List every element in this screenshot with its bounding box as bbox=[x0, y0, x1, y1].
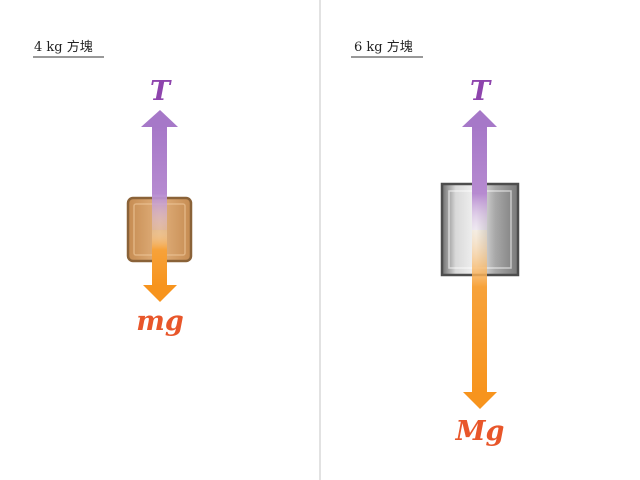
tension-arrow-left bbox=[141, 110, 178, 230]
tension-label-right: T bbox=[470, 76, 492, 107]
panel-right: 6 kg 方塊 T Mg bbox=[351, 39, 520, 447]
panel-right-label: 6 kg 方塊 bbox=[354, 39, 413, 55]
weight-arrow-right bbox=[463, 230, 497, 409]
weight-label-right: Mg bbox=[455, 416, 505, 447]
tension-label-left: T bbox=[150, 76, 172, 107]
panel-left: 4 kg 方塊 T mg bbox=[33, 39, 193, 337]
weight-label-left: mg bbox=[136, 306, 183, 337]
panel-left-label: 4 kg 方塊 bbox=[34, 39, 93, 55]
tension-arrow-right bbox=[462, 110, 497, 230]
weight-arrow-left bbox=[143, 230, 177, 302]
